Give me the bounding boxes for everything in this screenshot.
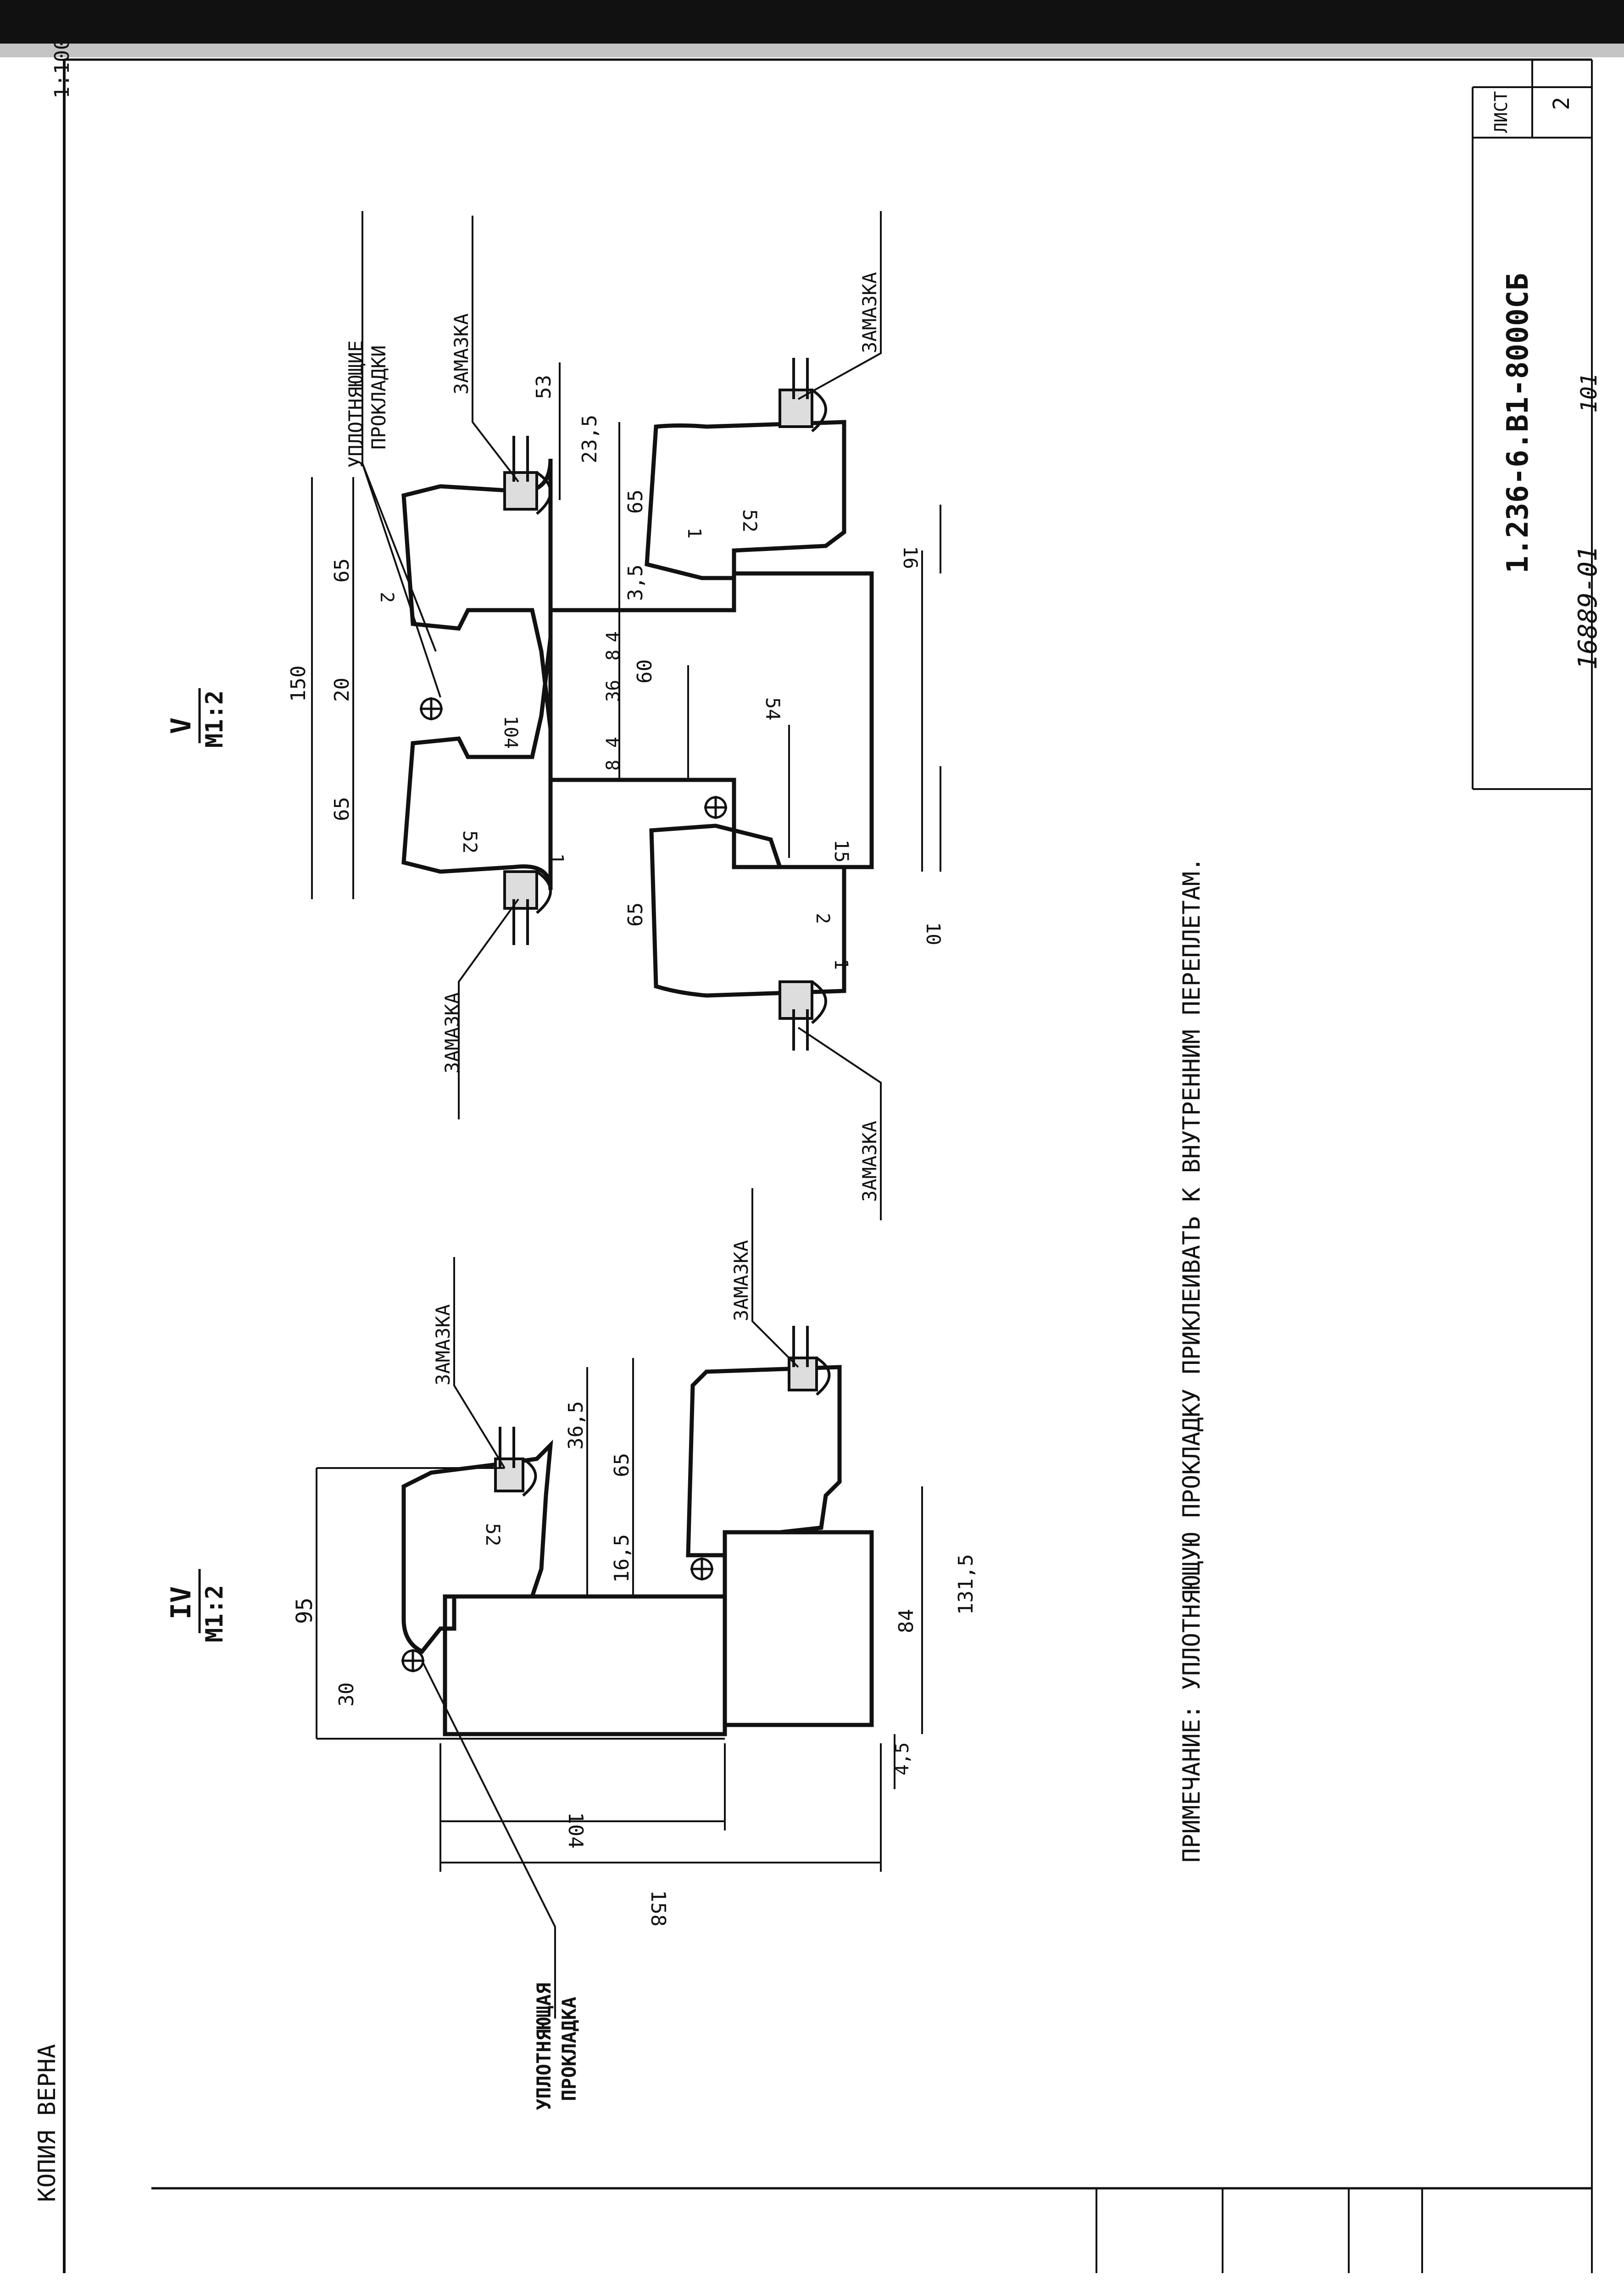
leaders-v bbox=[362, 211, 882, 1220]
dim-52a: 52 bbox=[739, 509, 761, 533]
copy-stamp: КОПИЯ ВЕРНА bbox=[33, 2044, 61, 2202]
frame-profile-iv bbox=[443, 1594, 727, 1736]
scan-top-band-light bbox=[0, 44, 1624, 57]
corner-mark: 1:100 bbox=[50, 38, 74, 99]
document-code: 1.236-6.В1-8000СБ bbox=[1501, 273, 1535, 573]
dim-65b: 65 bbox=[330, 797, 354, 821]
dim-iv-158: 158 bbox=[646, 1890, 670, 1926]
leaders-iv bbox=[421, 1188, 799, 2019]
dim-53: 53 bbox=[532, 375, 556, 399]
dim-3-5: 3,5 bbox=[624, 565, 647, 601]
dim-iv-104: 104 bbox=[564, 1812, 587, 1848]
sash-profile-iv-inner bbox=[686, 1365, 842, 1557]
sheet-label: ЛИСТ bbox=[1491, 91, 1511, 133]
dim-1a: 1 bbox=[684, 528, 705, 539]
dim-52b: 52 bbox=[459, 830, 481, 854]
putty-label-left: ЗАМАЗКА bbox=[441, 992, 463, 1073]
frame-profile-center bbox=[548, 571, 874, 869]
inventory-number: 16889-01 bbox=[1573, 546, 1603, 670]
sash-profile-upper-left bbox=[401, 637, 553, 890]
sash-profile-lower-right bbox=[645, 420, 846, 580]
note-text: ПРИМЕЧАНИЕ: УПЛОТНЯЮЩУЮ ПРОКЛАДКУ ПРИКЛЕ… bbox=[1178, 857, 1206, 1863]
dim-60: 60 bbox=[633, 659, 656, 684]
dim-2b: 2 bbox=[812, 913, 833, 924]
dim-65c: 65 bbox=[624, 489, 647, 514]
putty-details-iv bbox=[494, 1326, 831, 1497]
drawing-frame bbox=[63, 58, 1593, 2273]
dim-10: 10 bbox=[922, 922, 945, 946]
putty-label-iv-b: ЗАМАЗКА bbox=[730, 1240, 752, 1321]
dim-150: 150 bbox=[287, 666, 310, 702]
dim-iv-95: 95 bbox=[292, 1597, 317, 1624]
section-iv-title: IV bbox=[165, 1586, 197, 1619]
dim-2a: 2 bbox=[376, 592, 397, 603]
dim-8a: 8 bbox=[603, 650, 624, 661]
section-v-scale: М1:2 bbox=[201, 690, 228, 748]
dim-4a: 4 bbox=[603, 631, 624, 642]
gasket-label-iv-line1: УПЛОТНЯЮЩАЯ bbox=[533, 1983, 555, 2110]
putty-label-right: ЗАМАЗКА bbox=[858, 272, 881, 353]
dim-iv-65: 65 bbox=[610, 1453, 634, 1477]
title-block bbox=[1472, 60, 1592, 790]
dim-65a: 65 bbox=[330, 558, 354, 583]
sash-profile-lower-left bbox=[649, 823, 846, 998]
scan-top-band bbox=[0, 0, 1624, 44]
dim-iv-131-5: 131,5 bbox=[954, 1554, 978, 1615]
dim-iv-84: 84 bbox=[895, 1609, 918, 1633]
dim-23-5: 23,5 bbox=[578, 415, 601, 463]
dim-iv-36-5: 36,5 bbox=[564, 1401, 588, 1450]
gasket-label-iv-line2: ПРОКЛАДКА bbox=[558, 1997, 580, 2101]
section-v: V М1:2 bbox=[165, 211, 945, 1220]
dim-8b: 8 bbox=[603, 760, 624, 771]
inventory-suffix: 101 bbox=[1576, 373, 1602, 413]
sheet-number: 2 bbox=[1549, 97, 1574, 110]
dim-15: 15 bbox=[830, 840, 853, 863]
section-iv-scale: М1:2 bbox=[201, 1585, 228, 1642]
dim-54: 54 bbox=[762, 697, 784, 721]
dim-1b: 1 bbox=[546, 853, 567, 864]
gaskets-label-line2: ПРОКЛАДКИ bbox=[367, 345, 390, 450]
gasket-symbols-v bbox=[420, 697, 727, 819]
dim-4b: 4 bbox=[603, 737, 624, 748]
dim-iv-4-5: 4,5 bbox=[892, 1742, 913, 1775]
frame-lower-iv bbox=[723, 1530, 874, 1727]
putty-label-iv-a: ЗАМАЗКА bbox=[432, 1304, 454, 1385]
putty-label-top: ЗАМАЗКА bbox=[450, 313, 473, 395]
section-v-title: V bbox=[165, 718, 197, 734]
dim-65d: 65 bbox=[624, 902, 647, 927]
putty-details-v bbox=[503, 358, 827, 1051]
dim-iv-16-5: 16,5 bbox=[610, 1534, 634, 1583]
sash-profile-iv-outer bbox=[401, 1440, 553, 1654]
dim-iv-30: 30 bbox=[335, 1682, 358, 1707]
dim-16: 16 bbox=[899, 546, 922, 569]
gaskets-label-line1: УПЛОТНЯЮЩИЕ bbox=[345, 340, 367, 468]
dimension-lines-iv bbox=[316, 1358, 923, 1872]
dim-104: 104 bbox=[500, 716, 521, 749]
putty-label-bottom: ЗАМАЗКА bbox=[858, 1121, 881, 1202]
dim-36: 36 bbox=[603, 680, 624, 702]
dim-20: 20 bbox=[330, 678, 354, 702]
gasket-symbols-iv bbox=[401, 1557, 713, 1672]
section-iv: IV М1:2 ЗАМАЗКА ЗАМАЗКА УПЛОТНЯЮЩАЯ ПРОК… bbox=[165, 1188, 978, 2110]
dim-1c: 1 bbox=[830, 959, 851, 970]
dim-iv-52: 52 bbox=[482, 1523, 504, 1546]
dimension-lines-v bbox=[311, 362, 941, 899]
